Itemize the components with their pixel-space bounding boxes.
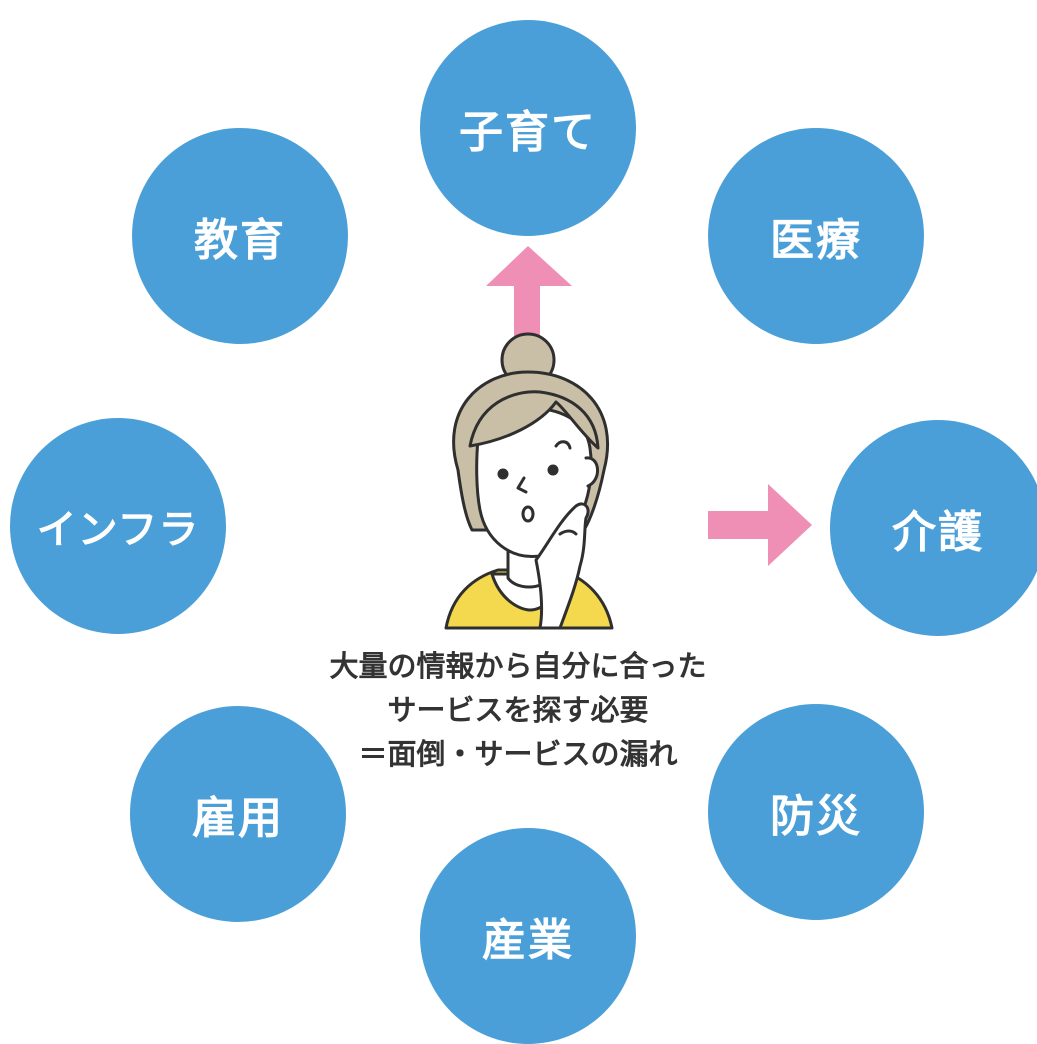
category-circle-kosodate: 子育て: [420, 20, 636, 236]
category-label-sangyo: 産業: [482, 915, 574, 966]
thinking-woman-icon: [444, 332, 614, 630]
category-circle-koyo: 雇用: [130, 706, 346, 922]
category-label-bosai: 防災: [770, 791, 862, 842]
category-circle-bosai: 防災: [708, 704, 924, 920]
category-circle-sangyo: 産業: [420, 828, 636, 1044]
caption-line-1: 大量の情報から自分に合った: [329, 649, 707, 683]
caption-line-2: サービスを探す必要: [387, 693, 649, 727]
caption-line-3: ＝面倒・サービスの漏れ: [358, 737, 678, 771]
category-label-kyoiku: 教育: [194, 215, 286, 266]
category-label-koyo: 雇用: [192, 793, 284, 844]
category-circle-kyoiku: 教育: [132, 128, 348, 344]
caption: 大量の情報から自分に合った サービスを探す必要 ＝面倒・サービスの漏れ: [268, 644, 768, 776]
arrow-right-icon: [708, 484, 812, 566]
category-label-infra: インフラ: [36, 507, 200, 553]
category-label-iryo: 医療: [770, 215, 862, 266]
category-label-kaigo: 介護: [892, 507, 984, 558]
category-circle-infra: インフラ: [10, 418, 226, 634]
category-label-kosodate: 子育て: [459, 107, 597, 158]
category-circle-kaigo: 介護: [830, 420, 1037, 636]
category-circle-iryo: 医療: [708, 128, 924, 344]
arrow-up-icon: [486, 246, 572, 350]
